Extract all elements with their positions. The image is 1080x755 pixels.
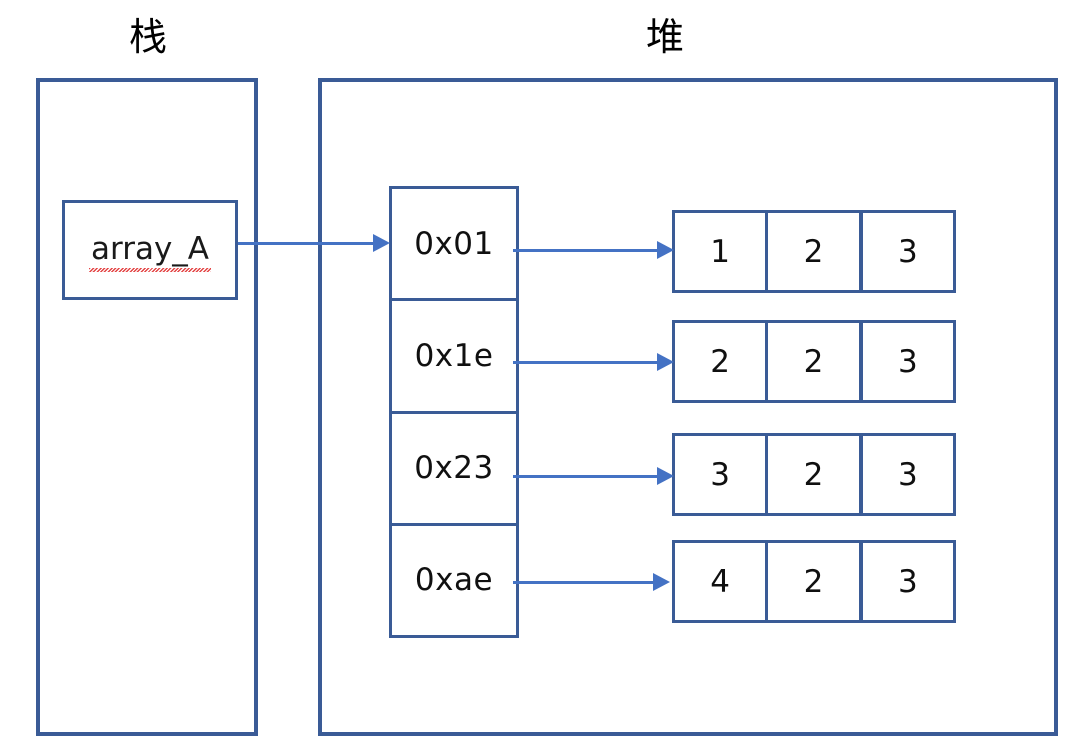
stack-variable-label-wrap: array_A <box>65 203 235 297</box>
value-array-row: 1 2 3 <box>672 210 956 293</box>
value-array-row: 3 2 3 <box>672 433 956 516</box>
arrow-pointer-1-to-row-1-icon <box>513 352 676 372</box>
value-cell: 2 <box>768 323 863 400</box>
arrow-head <box>657 241 674 259</box>
value-cell: 3 <box>897 456 918 493</box>
arrow-pointer-2-to-row-2-icon <box>513 466 676 486</box>
value-array-row: 4 2 3 <box>672 540 956 623</box>
value-cell: 2 <box>675 323 769 400</box>
pointer-column: 0x01 0x1e 0x23 0xae <box>389 186 519 638</box>
value-cell: 3 <box>897 563 918 600</box>
stack-region-title: 栈 <box>128 15 167 59</box>
pointer-cell: 0x23 <box>392 414 516 526</box>
pointer-cell: 0x1e <box>392 301 516 414</box>
arrow-variable-to-pointer-icon <box>238 233 392 253</box>
heap-region-box <box>318 78 1058 736</box>
pointer-cell: 0xae <box>414 562 494 599</box>
value-cell: 1 <box>675 213 769 290</box>
value-cell: 4 <box>675 543 769 620</box>
arrow-shaft <box>513 580 663 584</box>
arrow-pointer-3-to-row-3-icon <box>513 572 676 592</box>
arrow-head <box>653 573 670 591</box>
arrow-shaft <box>513 474 661 478</box>
stack-variable-name: array_A <box>89 231 211 272</box>
value-cell: 2 <box>768 213 863 290</box>
value-cell: 2 <box>768 436 863 513</box>
stack-variable-box: array_A <box>62 200 238 300</box>
arrow-head <box>657 353 674 371</box>
value-cell: 3 <box>897 343 918 380</box>
stack-region-box <box>36 78 258 736</box>
heap-region-title: 堆 <box>645 15 684 59</box>
arrow-head <box>657 467 674 485</box>
value-cell: 3 <box>675 436 769 513</box>
value-array-row: 2 2 3 <box>672 320 956 403</box>
value-cell: 3 <box>897 233 918 270</box>
value-cell: 2 <box>768 543 863 620</box>
arrow-shaft <box>513 360 661 364</box>
arrow-head <box>373 234 390 252</box>
arrow-shaft <box>513 248 661 252</box>
arrow-shaft <box>238 241 377 245</box>
pointer-cell: 0x01 <box>392 189 516 302</box>
arrow-pointer-0-to-row-0-icon <box>513 240 676 260</box>
